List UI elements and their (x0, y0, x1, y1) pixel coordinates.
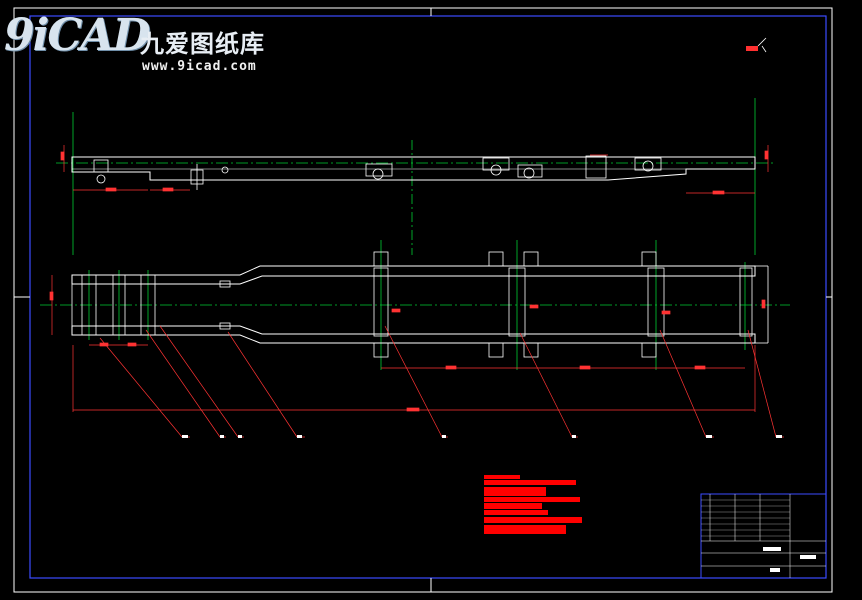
title-block (700, 493, 827, 579)
sheet-frame (13, 7, 833, 593)
technical-notes (484, 475, 582, 534)
side-elevation-view (56, 98, 776, 255)
roughness-mark (746, 37, 767, 53)
logo-chinese-name: 九爱图纸库 (140, 30, 265, 58)
plan-view (40, 240, 790, 438)
logo-url: www.9icad.com (142, 59, 257, 74)
logo-mark: 9iCAD (4, 10, 151, 61)
site-logo[interactable]: 9iCAD 九爱图纸库 www.9icad.com (4, 8, 304, 78)
